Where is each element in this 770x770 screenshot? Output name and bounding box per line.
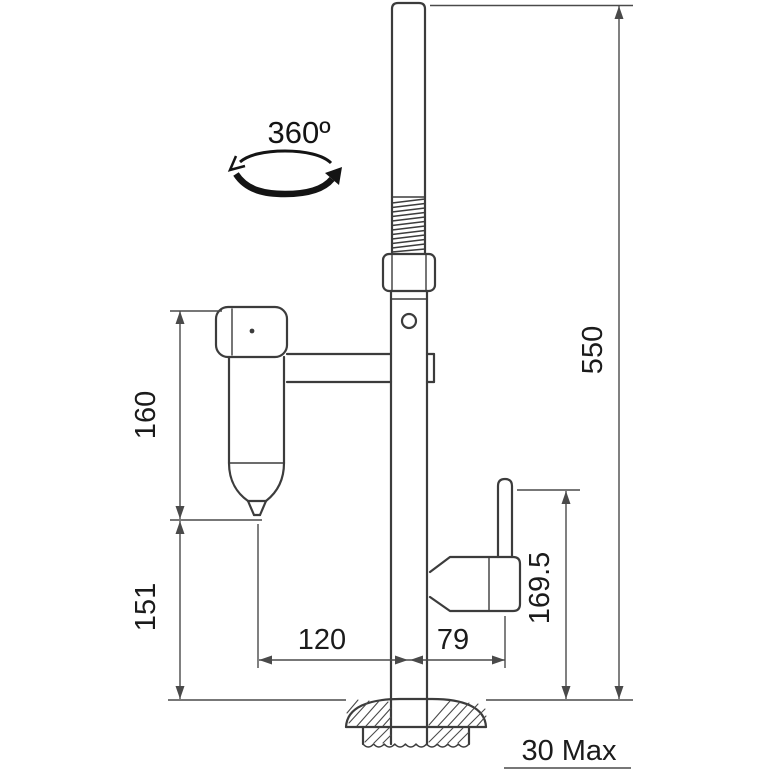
spout-reach-label: 120 xyxy=(298,624,346,656)
base-flange xyxy=(344,697,488,748)
dimension-horizontal-offsets: 120 79 xyxy=(257,524,506,668)
faucet-drawing xyxy=(214,1,522,748)
spout-tube xyxy=(390,1,427,199)
dimension-handle-height: 169.5 xyxy=(517,489,580,699)
handle-lever xyxy=(496,477,514,559)
deck-thickness-note: 30 Max xyxy=(504,735,631,769)
rotation-angle-label: 360º xyxy=(267,115,330,150)
screw-hole xyxy=(400,312,418,330)
handle-offset-label: 79 xyxy=(437,624,469,656)
max-counter-thickness-label: 30 Max xyxy=(521,735,617,767)
mounting-nut xyxy=(381,252,437,293)
handle-body xyxy=(428,555,522,613)
spout-nozzle xyxy=(246,499,268,517)
lower-section-label: 151 xyxy=(130,583,162,631)
flange-hatch xyxy=(346,699,487,744)
dimension-filter-spout-section: 160 xyxy=(130,310,262,521)
rotation-arrow-icon xyxy=(227,149,342,198)
handle-height-label: 169.5 xyxy=(524,552,556,625)
dimension-total-height: 550 xyxy=(430,4,633,699)
filter-spout-body xyxy=(227,355,286,503)
swivel-body xyxy=(390,298,428,330)
filter-spout-head xyxy=(214,305,289,359)
coil-spring xyxy=(390,195,427,255)
faucet-column xyxy=(389,289,429,746)
filter-spout-section-label: 160 xyxy=(130,391,162,439)
dimension-lower-section: 151 xyxy=(130,521,185,699)
rotation-annotation: 360º xyxy=(227,115,342,198)
thread-scallops xyxy=(362,743,470,748)
total-height-label: 550 xyxy=(577,326,609,374)
spout-arm xyxy=(285,352,436,384)
head-mark xyxy=(249,328,255,334)
